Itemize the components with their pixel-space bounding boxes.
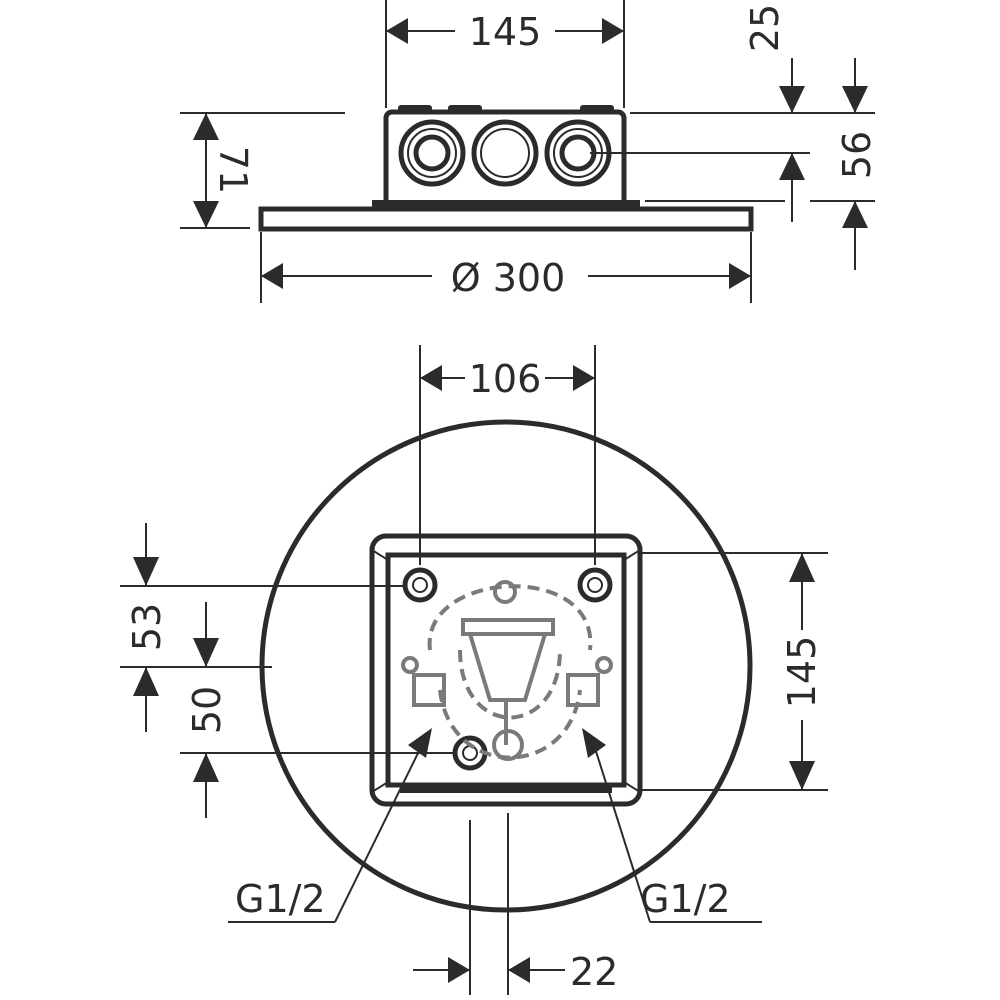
mounting-box-front [369, 533, 643, 807]
dim-total-height: 71 [211, 146, 255, 194]
label-inlet-right: G1/2 [640, 877, 731, 921]
dim-offset-lower: 50 [185, 686, 229, 734]
box-flange [372, 200, 640, 209]
mount-hole-tr [577, 567, 613, 603]
cover-plate-side [258, 206, 754, 232]
cover-plate-front [259, 419, 753, 913]
port-left [398, 119, 466, 187]
dim-box-width: 145 [469, 10, 542, 54]
side-elevation-view: 145 71 25 56 Ø 300 [180, 0, 879, 303]
dim-outlet-width: 22 [570, 950, 618, 994]
dim-offset-top: 25 [743, 4, 787, 52]
dim-hole-spacing: 106 [469, 357, 542, 401]
front-view: 106 145 53 50 G1/2 G1/2 [120, 345, 828, 995]
dim-offset-upper: 53 [125, 603, 169, 651]
dim-outlet-offset: 56 [835, 131, 879, 179]
label-inlet-left: G1/2 [235, 877, 326, 921]
valve-internals-hidden [401, 580, 613, 761]
dim-box-height: 145 [780, 636, 824, 709]
dim-plate-diameter: Ø 300 [451, 256, 566, 300]
port-center [471, 119, 539, 187]
mount-hole-tl [402, 567, 438, 603]
